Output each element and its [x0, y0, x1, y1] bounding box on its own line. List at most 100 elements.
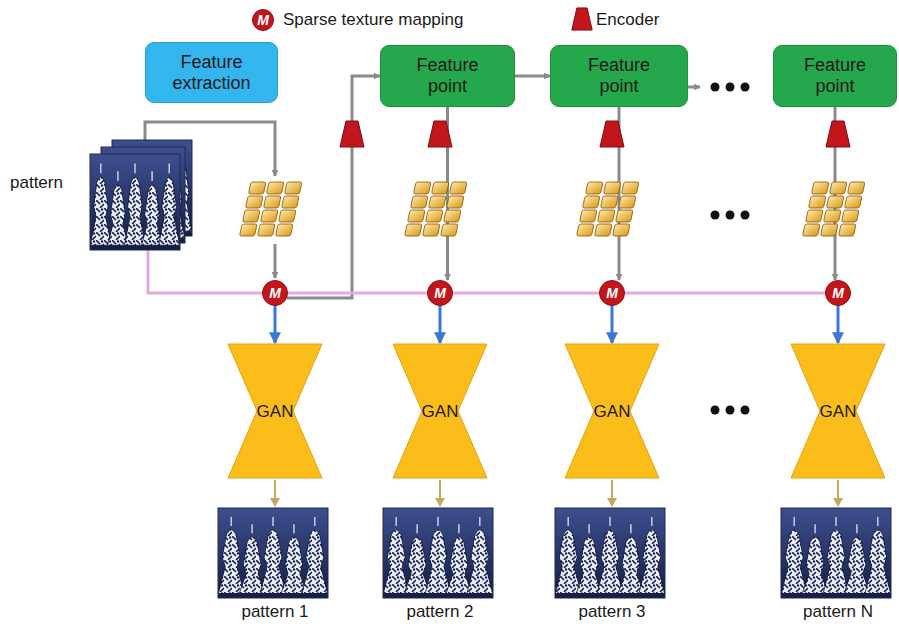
shape — [847, 182, 865, 194]
shape — [577, 224, 595, 236]
shape — [405, 224, 423, 236]
shape — [597, 530, 623, 594]
shape — [302, 530, 328, 594]
legend-symbol-text: M — [257, 13, 269, 27]
shape — [839, 224, 857, 236]
shape — [803, 224, 821, 236]
shape — [793, 517, 795, 526]
ellipsis-dot — [726, 406, 735, 415]
shape — [609, 517, 611, 526]
encoder-symbol — [428, 121, 452, 147]
shape — [811, 182, 829, 194]
shape — [467, 530, 493, 594]
shape — [281, 537, 307, 594]
shape — [218, 530, 244, 594]
feature-point-box: Feature point — [380, 45, 515, 107]
connector — [439, 306, 442, 343]
extraction-box: Feature extraction — [145, 42, 278, 103]
shape — [159, 177, 180, 245]
shape — [258, 224, 276, 236]
caption-label: pattern 2 — [406, 602, 473, 622]
shape — [240, 224, 258, 236]
feature-grid — [240, 182, 302, 236]
legend-text: Sparse texture mapping — [283, 10, 464, 30]
shape — [431, 182, 449, 194]
shape — [404, 537, 430, 594]
shape — [595, 224, 613, 236]
shape — [823, 210, 841, 222]
node-text: M — [434, 286, 446, 300]
shape — [826, 196, 844, 208]
shape — [579, 210, 597, 222]
shape — [407, 210, 425, 222]
connector — [288, 292, 427, 295]
shape — [600, 196, 618, 208]
gan-shape: GAN — [227, 343, 323, 479]
pattern-image — [781, 508, 891, 598]
shape — [479, 517, 481, 526]
shape — [651, 517, 653, 526]
gan-shape: GAN — [564, 343, 660, 479]
mapping-circle: M — [262, 280, 288, 306]
shape — [251, 524, 253, 533]
connector — [453, 292, 599, 295]
shape — [284, 182, 302, 194]
node-text: GAN — [422, 401, 459, 422]
node-text: Feature point — [787, 55, 883, 97]
connector — [274, 306, 277, 343]
arrow-head — [435, 498, 445, 507]
shape — [555, 508, 665, 598]
shape — [266, 182, 284, 194]
shape — [168, 164, 170, 174]
shape — [278, 210, 296, 222]
shape — [603, 182, 621, 194]
shape — [423, 224, 441, 236]
shape — [446, 537, 472, 594]
shape — [802, 537, 828, 594]
shape — [314, 517, 316, 526]
shape — [416, 524, 418, 533]
connector — [837, 306, 840, 343]
feature-grid — [803, 182, 865, 236]
node-text: M — [606, 286, 618, 300]
shape — [829, 182, 847, 194]
legend-circle: M — [252, 9, 274, 31]
caption-label: pattern 1 — [241, 602, 308, 622]
shape — [808, 196, 826, 208]
shape — [639, 530, 665, 594]
shape — [276, 224, 294, 236]
arrow-head — [833, 498, 843, 507]
shape — [239, 537, 265, 594]
shape — [865, 530, 891, 594]
encoder-symbol — [572, 8, 592, 30]
shape — [142, 185, 163, 245]
shape — [263, 196, 281, 208]
shape — [413, 182, 431, 194]
encoder-symbol — [826, 121, 850, 147]
mapping-circle: M — [599, 280, 625, 306]
shape — [856, 524, 858, 533]
mapping-circle: M — [427, 280, 453, 306]
output-arrows — [270, 480, 843, 507]
node-text: M — [832, 286, 844, 300]
ellipsis-dot — [711, 406, 720, 415]
shape — [823, 530, 849, 594]
encoder-symbol — [600, 121, 624, 147]
connector — [611, 306, 614, 343]
shape — [835, 517, 837, 526]
shape — [410, 196, 428, 208]
shape — [90, 177, 111, 245]
ellipsis-dot — [726, 83, 735, 92]
shape — [555, 530, 581, 594]
node-text: M — [269, 286, 281, 300]
wire — [688, 86, 700, 89]
shape — [446, 196, 464, 208]
shape — [443, 210, 461, 222]
shape — [260, 210, 278, 222]
shape — [117, 171, 119, 181]
shape — [844, 196, 862, 208]
caption-label: pattern N — [803, 602, 873, 622]
ellipsis-dot — [711, 211, 720, 220]
shape — [585, 182, 603, 194]
